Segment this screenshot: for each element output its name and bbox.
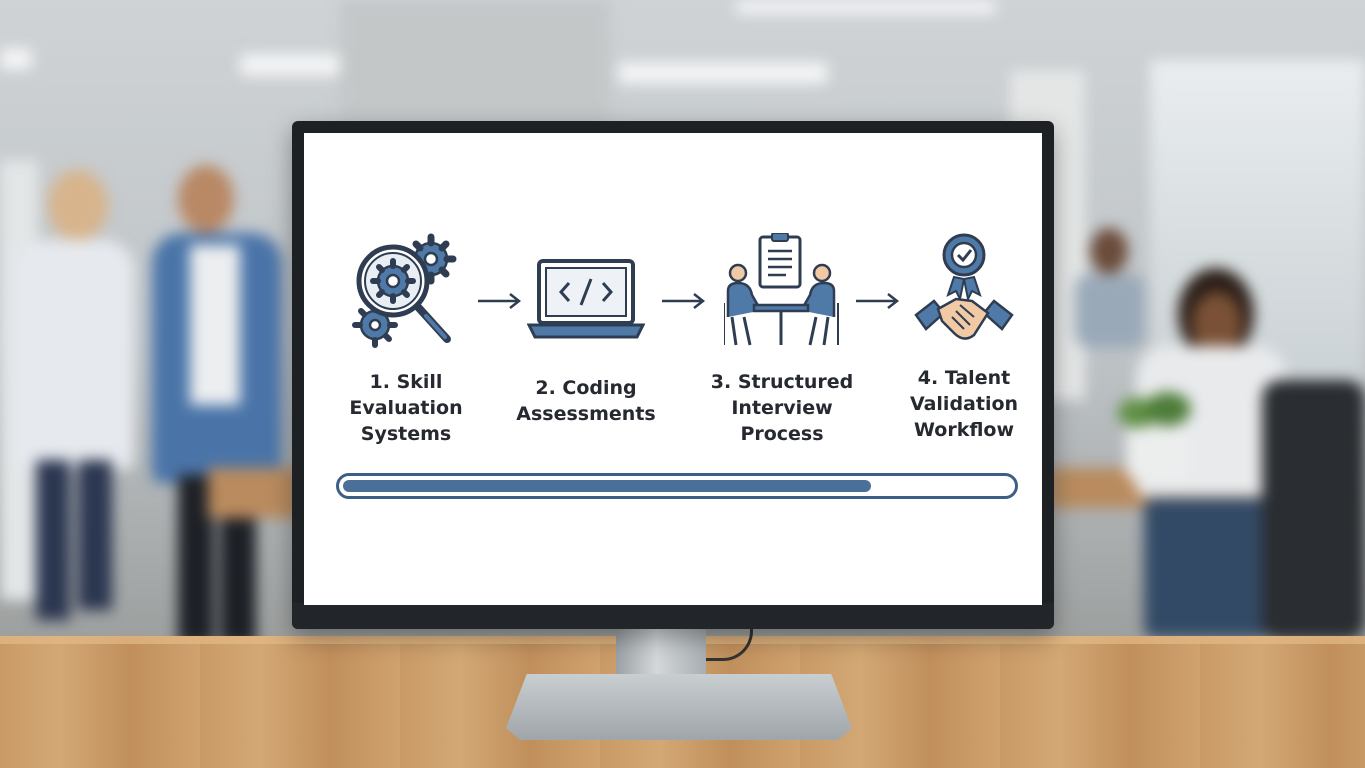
step-skill-evaluation: 1. Skill Evaluation Systems [316, 233, 496, 447]
step-2-label: 2. Coding Assessments [516, 377, 656, 425]
arrow-right-icon [478, 293, 522, 309]
step-4-label: 4. Talent Validation Workflow [909, 367, 1019, 441]
handshake-badge-icon [914, 233, 1014, 340]
interview-table-icon [724, 233, 839, 346]
gears-magnifier-icon [352, 233, 457, 348]
laptop-code-icon [527, 259, 645, 339]
arrow-right-icon [662, 293, 706, 309]
monitor-screen: 1. Skill Evaluation Systems 2. Coding As… [304, 133, 1042, 605]
monitor: 1. Skill Evaluation Systems 2. Coding As… [292, 121, 1054, 629]
monitor-cable [700, 618, 753, 661]
monitor-stand-base [506, 674, 852, 740]
step-structured-interview: 3. Structured Interview Process [692, 233, 872, 447]
step-3-label: 3. Structured Interview Process [710, 371, 854, 445]
step-1-label: 1. Skill Evaluation Systems [349, 371, 463, 445]
monitor-bezel [292, 603, 1054, 629]
step-talent-validation: 4. Talent Validation Workflow [874, 233, 1042, 443]
progress-bar [336, 473, 1018, 499]
step-coding-assessments: 2. Coding Assessments [496, 233, 676, 427]
progress-fill [343, 480, 871, 492]
arrow-right-icon [856, 293, 900, 309]
